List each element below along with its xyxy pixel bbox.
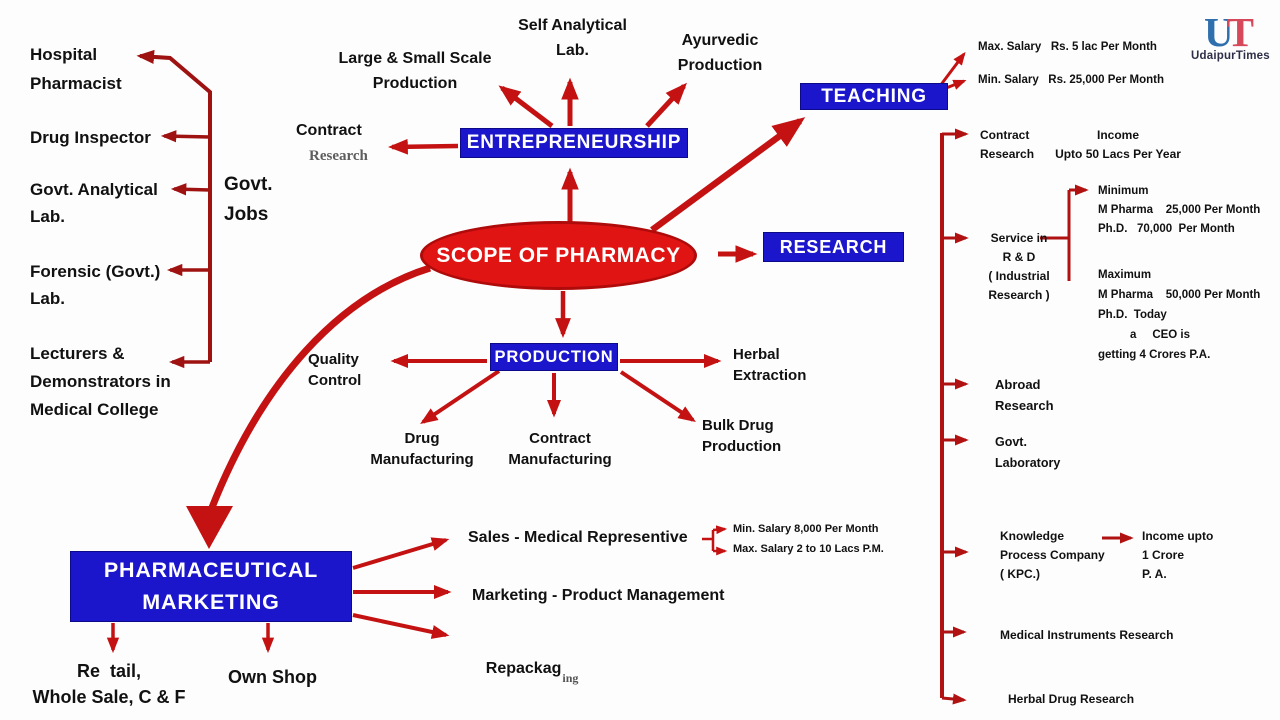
repackaging-label: Repackaging [468,633,579,705]
sales-min-salary-label: Min. Salary 8,000 Per Month [733,523,879,535]
bracket-to-govt-analytical [170,183,211,196]
govt-analytical-lab-label: Govt. Analytical Lab. [30,180,158,226]
marketing-product-mgmt-label: Marketing - Product Management [472,587,725,604]
lecturers-label: Lecturers & Demonstrators in Medical Col… [30,344,171,419]
sales-max-salary-label: Max. Salary 2 to 10 Lacs P.M. [733,543,884,555]
bracket-to-drug-inspector [160,130,211,143]
teaching-min-salary-label: Min. Salary Rs. 25,000 Per Month [978,74,1164,86]
abroad-research-label: Abroad Research [995,377,1054,413]
retail-wholesale-label: Re tail, Whole Sale, C & F [32,661,186,707]
hub-to-teaching [650,117,806,233]
teaching-to-max [938,51,966,87]
marketing-arrows [106,525,728,654]
contract-research-label: Contract Research [980,128,1035,161]
kpc-income-label: Income upto 1 Crore P. A. [1142,529,1214,581]
research-spine [940,128,1134,705]
service-bracket [1040,190,1071,281]
research-node: RESEARCH [763,232,904,262]
logo-brand-text: UdaipurTimes [1191,50,1270,62]
spine-to-herbal-drug [941,693,967,705]
curve-line [207,264,432,512]
large-small-scale-label: Large & Small Scale Production [338,50,492,92]
contract-label: Contract [296,122,362,139]
entrepreneurship-node: ENTREPRENEURSHIP [460,128,688,158]
medical-instruments-label: Medical Instruments Research [1000,628,1174,642]
contract-manufacturing-label: Contract Manufacturing [508,430,612,468]
teaching-node: TEACHING [800,83,948,110]
kpc-label: Knowledge Process Company ( KPC.) [1000,529,1105,581]
own-shop-label: Own Shop [228,667,317,687]
prod-to-drug-mfg [420,369,501,424]
logo-letter-u: U [1204,9,1234,55]
contract-income-label: Income Upto 50 Lacs Per Year [1055,128,1181,161]
govt-jobs-bracket [136,49,212,369]
teaching-max-salary-label: Max. Salary Rs. 5 lac Per Month [978,41,1157,53]
prod-to-bulk-drug [619,370,696,422]
mkt-to-sales [352,537,450,570]
sales-medical-rep-label: Sales - Medical Representive [468,529,688,546]
quality-control-label: Quality Control [308,351,362,389]
curve-to-marketing [186,264,432,549]
logo-letter-t: T [1226,9,1254,55]
herbal-extraction-label: Herbal Extraction [733,346,807,384]
production-node: PRODUCTION [490,343,618,371]
ent-to-contract [388,138,459,155]
mkt-to-repackaging [352,613,450,639]
ent-to-large-small [498,85,554,128]
pharmaceutical-marketing-node: PHARMACEUTICAL MARKETING [70,551,352,622]
ayurvedic-production-label: Ayurvedic Production [677,32,763,74]
hub-arrows [388,51,967,338]
production-arrows [390,353,722,424]
bracket-to-hospital-pharmacist [136,49,212,362]
repackaging-main: Repackag [485,660,562,677]
drug-inspector-label: Drug Inspector [30,128,151,147]
udaipurtimes-logo: UT UdaipurTimes [1191,9,1270,63]
ent-to-ayurvedic [645,82,687,128]
herbal-drug-research-label: Herbal Drug Research [1008,692,1135,706]
hospital-pharmacist-label: Hospital Pharmacist [30,45,122,93]
service-rnd-label: Service in R & D ( Industrial Research ) [988,231,1050,302]
govt-jobs-label: Govt. Jobs [224,174,273,225]
bulk-drug-production-label: Bulk Drug Production [702,417,782,455]
minimum-salary-block: Minimum M Pharma 25,000 Per Month Ph.D. … [1098,185,1261,235]
scope-of-pharmacy-label: SCOPE OF PHARMACY [436,243,681,267]
self-analytical-lab-label: Self Analytical Lab. [518,17,627,59]
govt-laboratory-label: Govt. Laboratory [995,435,1061,470]
sales-to-min [712,525,728,535]
forensic-lab-label: Forensic (Govt.) Lab. [30,262,161,308]
repackaging-sub: ing [562,671,579,685]
scope-of-pharmacy-node: SCOPE OF PHARMACY [420,221,697,290]
curve-arrowhead [186,506,233,549]
contract-research-sub-label: Research [309,148,368,164]
sales-salary-bracket [702,530,715,551]
drug-manufacturing-label: Drug Manufacturing [370,430,474,468]
maximum-salary-block: Maximum M Pharma 50,000 Per Month Ph.D. … [1098,269,1261,361]
